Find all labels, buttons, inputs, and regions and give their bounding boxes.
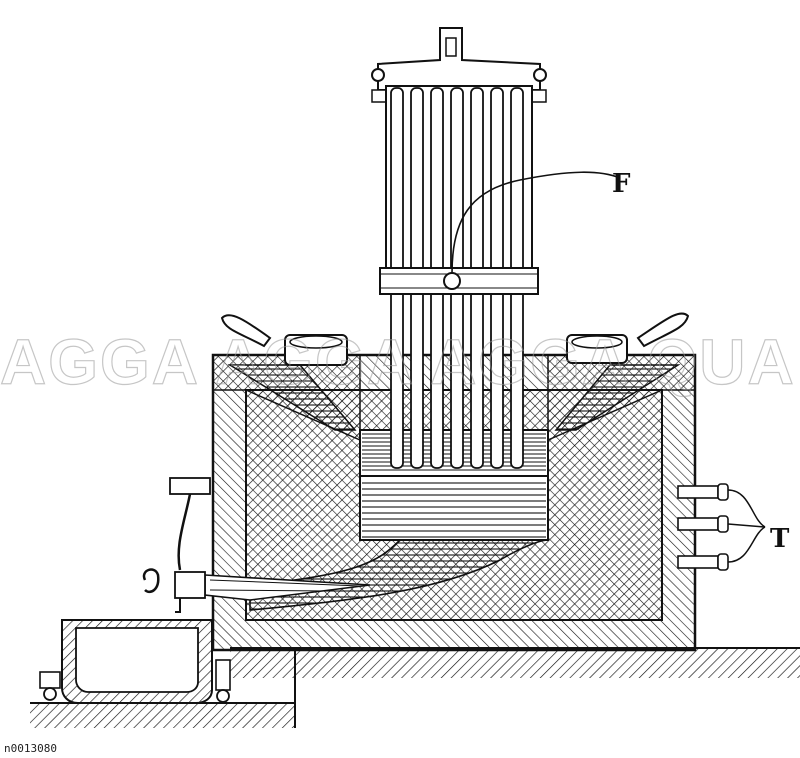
left-hopper bbox=[220, 314, 357, 431]
cathode-connectors bbox=[677, 483, 766, 571]
tap-outlet bbox=[142, 477, 371, 613]
watermark: AGGA AGGA AGGA QUA bbox=[0, 326, 796, 398]
ground bbox=[30, 647, 800, 728]
right-hopper bbox=[554, 312, 690, 431]
cathode-lead-label: T bbox=[770, 524, 790, 554]
electrode-assembly bbox=[371, 27, 621, 469]
collection-pan bbox=[39, 619, 231, 704]
electrode-lead-label: F bbox=[612, 169, 631, 199]
image-id: n0013080 bbox=[4, 742, 57, 755]
